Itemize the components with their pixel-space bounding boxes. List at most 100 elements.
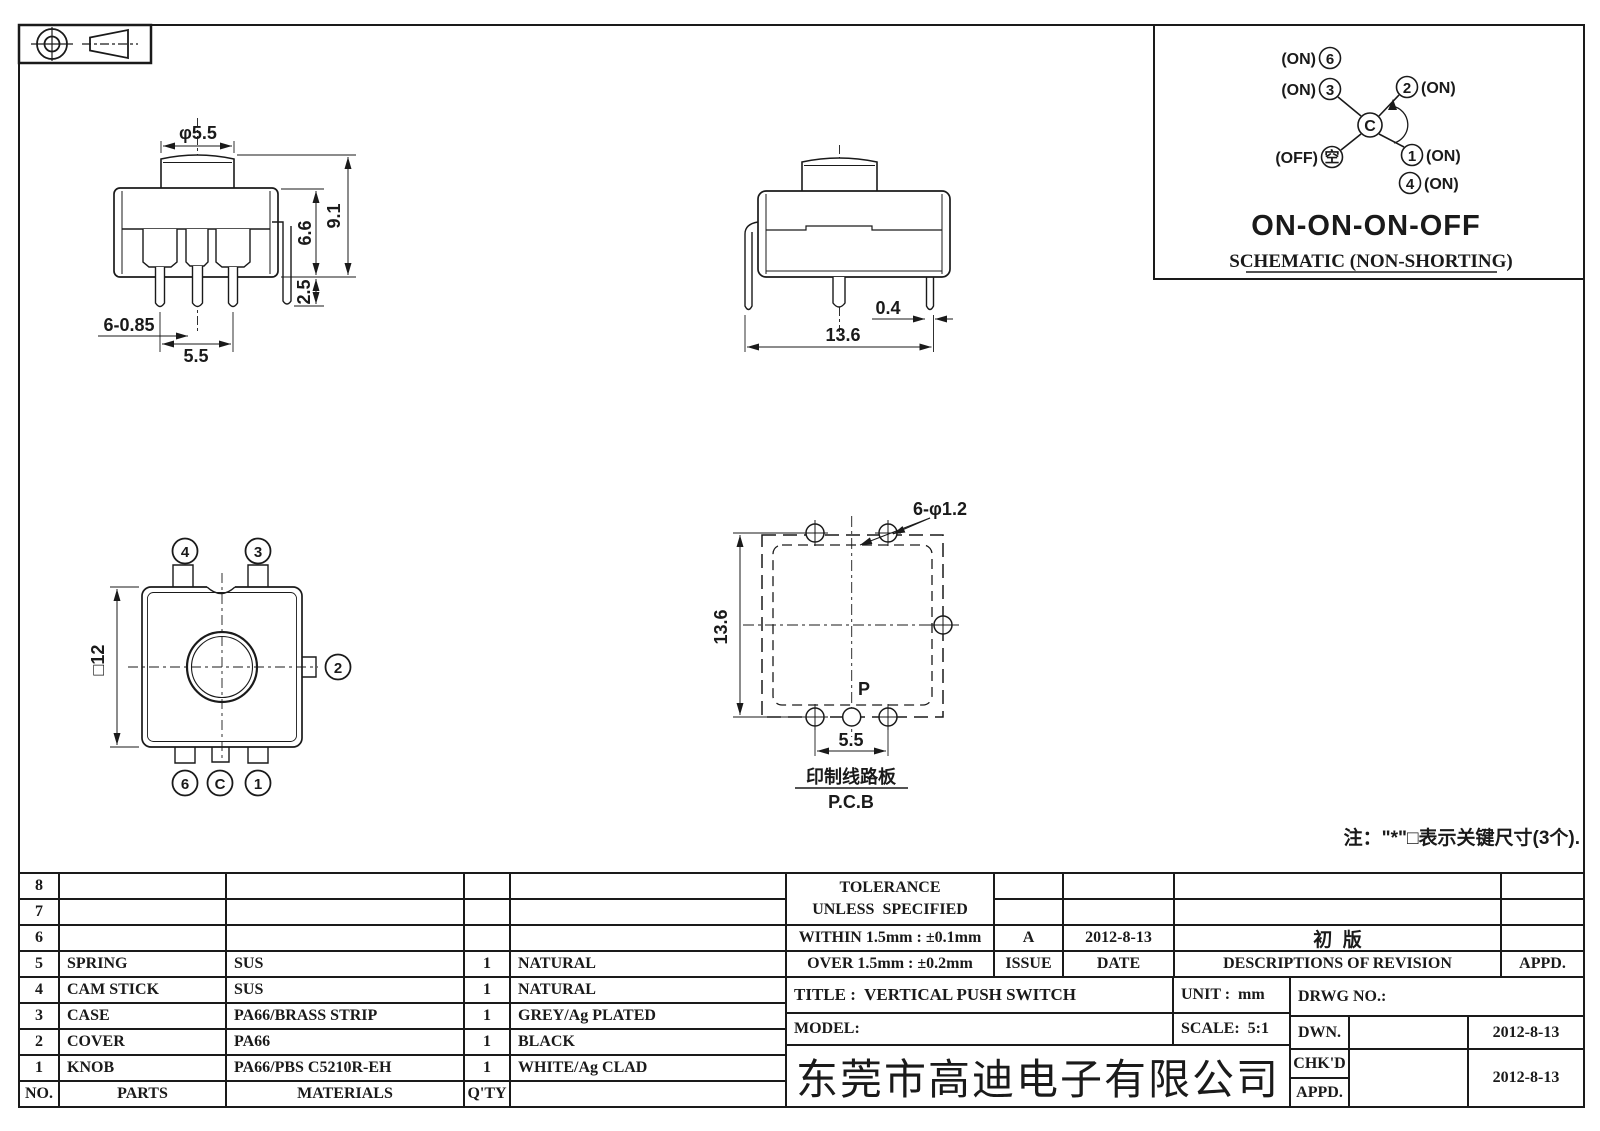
schematic-on4-label: (ON)	[1424, 176, 1459, 193]
schematic-common-label: C	[1364, 118, 1376, 135]
schematic-num2: 2	[1403, 80, 1411, 97]
top-view-drawing: □12 4 3 2 6 C 1	[88, 537, 352, 797]
pcb-p-label: P	[858, 679, 870, 699]
bom-header-finish	[509, 1080, 787, 1108]
revision-appd-header: APPD.	[1500, 950, 1585, 978]
bom-materials-7	[225, 898, 465, 926]
bom-parts-8	[58, 872, 227, 900]
dwn-date: 2012-8-13	[1467, 1015, 1585, 1050]
front-view-drawing: φ5.5 6.6 9.1 2.5 6-0.85 5.5	[98, 118, 356, 366]
dim-pcb-pitch: 5.5	[838, 730, 863, 750]
revision-empty-issue-1	[993, 872, 1064, 900]
bom-parts-3: CASE	[58, 1002, 227, 1030]
revision-empty-appd-1	[1500, 872, 1585, 900]
bom-no-8: 8	[18, 872, 60, 900]
balloon-3: 3	[254, 544, 262, 561]
dim-leg-width: 0.4	[875, 298, 900, 318]
revision-empty-date-1	[1062, 872, 1175, 900]
revision-appd-value	[1500, 924, 1585, 952]
bom-parts-7	[58, 898, 227, 926]
bom-qty-2: 1	[463, 1028, 511, 1056]
schematic-on6-label: (ON)	[1281, 51, 1316, 68]
dim-pcb-height: 13.6	[711, 609, 731, 644]
dim-body-height: 6.6	[295, 220, 315, 245]
chkd-appd-date: 2012-8-13	[1467, 1048, 1585, 1108]
revision-empty-desc-2	[1173, 898, 1502, 926]
pcb-caption-cn: 印制线路板	[806, 766, 897, 787]
bom-finish-8	[509, 872, 787, 900]
bom-finish-3: GREY/Ag PLATED	[509, 1002, 787, 1030]
dim-body-square: □12	[88, 645, 108, 676]
bom-finish-4: NATURAL	[509, 976, 787, 1004]
drawing-title: TITLE : VERTICAL PUSH SWITCH	[785, 976, 1174, 1014]
chkd-label: CHK'D	[1289, 1048, 1350, 1079]
balloon-2: 2	[334, 660, 342, 677]
bom-materials-4: SUS	[225, 976, 465, 1004]
bom-materials-1: PA66/PBS C5210R-EH	[225, 1054, 465, 1082]
tolerance-over: OVER 1.5mm : ±0.2mm	[785, 950, 995, 978]
schematic-on3-label: (ON)	[1281, 82, 1316, 99]
revision-empty-desc-1	[1173, 872, 1502, 900]
bom-no-5: 5	[18, 950, 60, 978]
tolerance-header-cell: TOLERANCE UNLESS SPECIFIED	[785, 872, 995, 926]
tolerance-line1: TOLERANCE	[839, 879, 941, 897]
bom-finish-2: BLACK	[509, 1028, 787, 1056]
schematic-on2-label: (ON)	[1421, 80, 1456, 97]
schematic-num6: 6	[1326, 51, 1334, 68]
dwn-signature	[1348, 1015, 1469, 1050]
appd-label: APPD.	[1289, 1077, 1350, 1108]
scale-cell: SCALE: 5:1	[1172, 1012, 1291, 1046]
bom-qty-6	[463, 924, 511, 952]
side-view-drawing: 0.4 13.6	[744, 145, 953, 352]
revision-desc-header: DESCRIPTIONS OF REVISION	[1173, 950, 1502, 978]
schematic-off-num: 空	[1324, 148, 1339, 166]
dim-pin-pitch: 5.5	[183, 346, 208, 366]
balloon-1: 1	[254, 776, 262, 793]
revision-issue-date: 2012-8-13	[1062, 924, 1175, 952]
dim-bracket-drop: 2.5	[294, 279, 314, 304]
bom-qty-7	[463, 898, 511, 926]
schematic-function-label: ON-ON-ON-OFF	[1251, 210, 1480, 242]
bom-no-3: 3	[18, 1002, 60, 1030]
bom-materials-8	[225, 872, 465, 900]
bom-parts-6	[58, 924, 227, 952]
bom-qty-1: 1	[463, 1054, 511, 1082]
dim-hole-count: 6-φ1.2	[913, 499, 967, 519]
bom-finish-5: NATURAL	[509, 950, 787, 978]
schematic-caption: SCHEMATIC (NON-SHORTING)	[1229, 251, 1512, 272]
chkd-appd-signature	[1348, 1048, 1469, 1108]
key-dimension-note: 注："*"□表示关键尺寸(3个).	[1343, 828, 1580, 849]
projection-symbol	[17, 23, 153, 65]
revision-description: 初 版	[1173, 924, 1502, 952]
bom-materials-3: PA66/BRASS STRIP	[225, 1002, 465, 1030]
cone-projection-icon	[82, 28, 138, 60]
pcb-view-drawing: 6-φ1.2 13.6 5.5 P 印制线路板 P.C.B	[711, 499, 967, 812]
bom-parts-4: CAM STICK	[58, 976, 227, 1004]
bom-qty-3: 1	[463, 1002, 511, 1030]
bom-no-6: 6	[18, 924, 60, 952]
bom-finish-6	[509, 924, 787, 952]
tolerance-within: WITHIN 1.5mm : ±0.1mm	[785, 924, 995, 952]
pcb-caption-en: P.C.B	[828, 792, 874, 812]
dim-leg-span: 13.6	[825, 325, 860, 345]
tolerance-line2: UNLESS SPECIFIED	[812, 901, 968, 918]
bom-qty-5: 1	[463, 950, 511, 978]
dim-knob-dia: φ5.5	[179, 123, 217, 143]
bom-parts-5: SPRING	[58, 950, 227, 978]
schematic-off-label: (OFF)	[1275, 150, 1318, 167]
unit-cell: UNIT : mm	[1172, 976, 1291, 1014]
dim-total-height: 9.1	[324, 203, 344, 228]
balloon-4: 4	[181, 544, 190, 561]
balloon-c: C	[215, 776, 226, 793]
dim-pin-size: 6-0.85	[103, 315, 154, 335]
bom-header-no: NO.	[18, 1080, 60, 1108]
revision-empty-issue-2	[993, 898, 1064, 926]
bom-finish-7	[509, 898, 787, 926]
bom-materials-5: SUS	[225, 950, 465, 978]
company-name: 东莞市高迪电子有限公司	[785, 1044, 1291, 1108]
terminal-balloons	[171, 537, 352, 797]
bom-no-2: 2	[18, 1028, 60, 1056]
schematic-num1: 1	[1408, 148, 1416, 165]
drwg-no-cell: DRWG NO.:	[1289, 976, 1585, 1017]
revision-empty-date-2	[1062, 898, 1175, 926]
